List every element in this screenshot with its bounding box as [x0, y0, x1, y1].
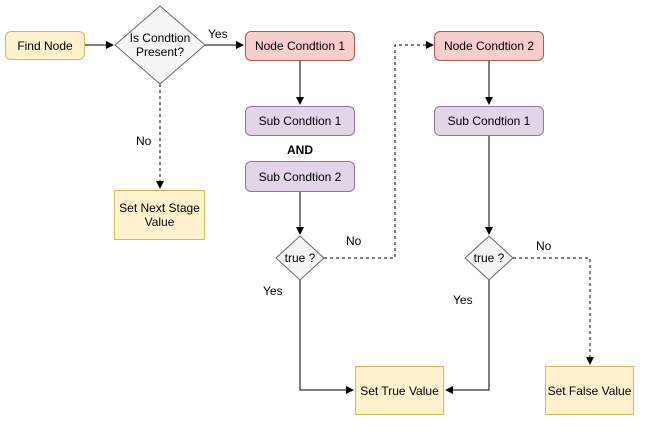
- node-condition-1-label: Node Condtion 1: [254, 39, 346, 53]
- no-label-left: No: [136, 134, 152, 148]
- node-condition-2-label: Node Condtion 2: [443, 39, 535, 53]
- edge-true-right-no: [513, 257, 594, 365]
- yes-label-left: Yes: [263, 284, 283, 298]
- find-node-box[interactable]: Find Node: [5, 31, 85, 60]
- edge-true-right-yes: [445, 280, 490, 394]
- set-false-value-label: Set False Value: [547, 383, 632, 398]
- sub-condition-1-right-box[interactable]: Sub Condtion 1: [434, 106, 544, 136]
- edge-true-left-no: [324, 41, 434, 259]
- sub-condition-2-left-label: Sub Condtion 2: [258, 169, 342, 184]
- node-condition-1-box[interactable]: Node Condtion 1: [245, 31, 355, 61]
- true-check-left-label: true ?: [284, 251, 316, 265]
- set-next-stage-label-line1: Set Next Stage: [119, 201, 200, 215]
- node-condition-2-box[interactable]: Node Condtion 2: [434, 31, 544, 61]
- no-label-right: No: [536, 239, 552, 253]
- yes-label-right: Yes: [453, 293, 473, 307]
- set-true-value-label: Set True Value: [360, 383, 439, 398]
- is-condition-label: Is Condtion Present?: [129, 31, 191, 59]
- and-label: AND: [287, 143, 313, 157]
- edge-true-left-yes: [299, 280, 354, 394]
- true-check-right-label: true ?: [473, 251, 505, 265]
- sub-condition-1-left-box[interactable]: Sub Condtion 1: [245, 106, 355, 136]
- yes-label-top: Yes: [208, 27, 228, 41]
- set-true-value-box[interactable]: Set True Value: [355, 366, 444, 415]
- find-node-label: Find Node: [17, 38, 73, 53]
- sub-condition-2-left-box[interactable]: Sub Condtion 2: [245, 161, 355, 192]
- sub-condition-1-right-label: Sub Condtion 1: [447, 114, 531, 128]
- set-next-stage-box[interactable]: Set Next Stage Value: [114, 190, 205, 240]
- no-label-middle: No: [346, 234, 362, 248]
- set-next-stage-label-line2: Value: [144, 215, 175, 229]
- set-false-value-box[interactable]: Set False Value: [545, 366, 634, 415]
- sub-condition-1-left-label: Sub Condtion 1: [258, 114, 342, 128]
